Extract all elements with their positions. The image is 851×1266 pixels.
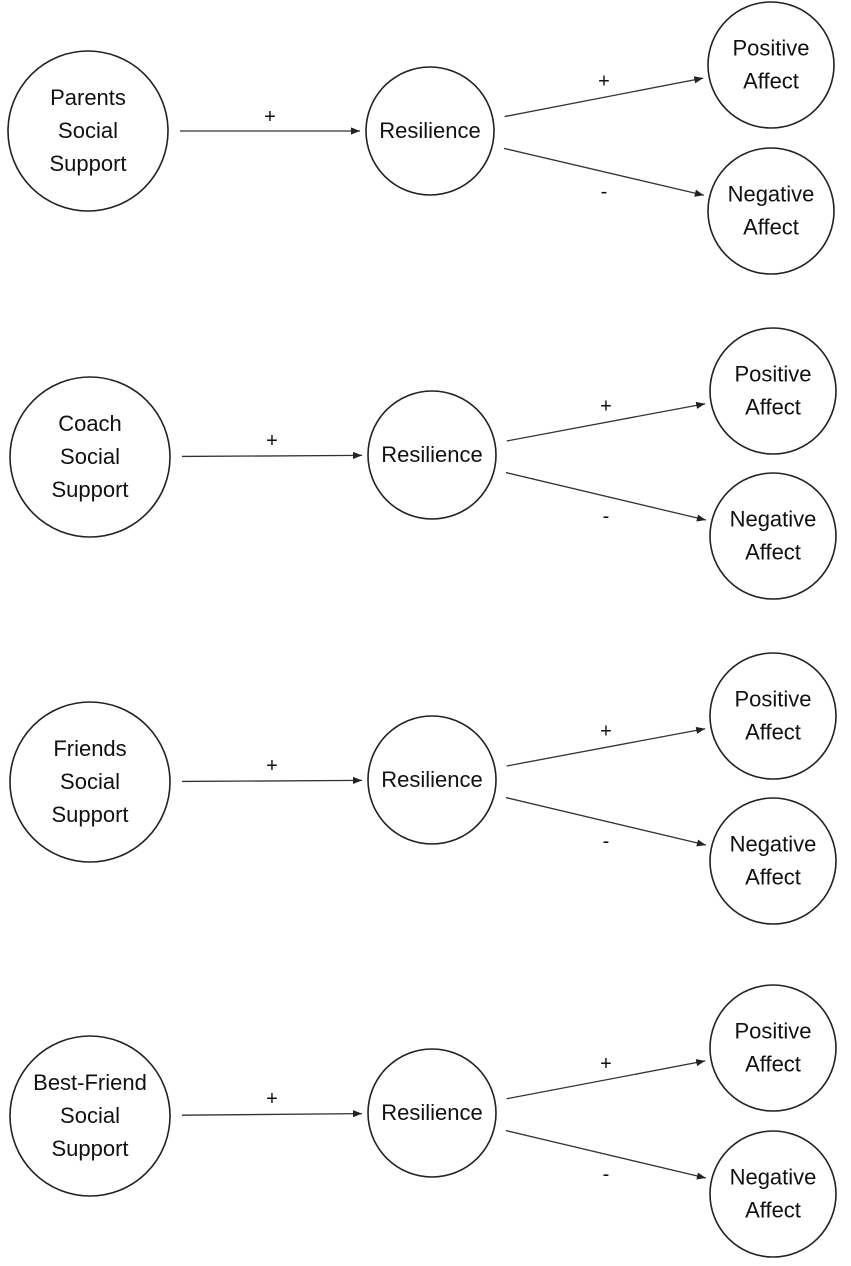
arrow-resilience-to-positive (506, 1059, 706, 1100)
resilience-node-circle (365, 66, 495, 196)
arrow-resilience-to-negative (505, 1129, 707, 1180)
panels-layer: ++-ParentsSocialSupportResiliencePositiv… (7, 1, 837, 1258)
resilience-node-label-line: Resilience (381, 767, 483, 792)
sign-resilience-to-negative: - (601, 181, 608, 203)
source-node-circle (9, 1035, 171, 1197)
sign-source-to-resilience: + (264, 106, 276, 128)
arrow-resilience-to-negative (503, 147, 704, 197)
arrow-resilience-to-negative (505, 471, 707, 522)
sign-resilience-to-negative: - (603, 1163, 610, 1185)
resilience-node-circle (367, 715, 497, 845)
arrow-resilience-to-positive (504, 76, 704, 118)
resilience-node: Resilience (367, 390, 497, 520)
resilience-node: Resilience (367, 1048, 497, 1178)
source-node-label-line: Social (60, 444, 120, 469)
positive-affect-node-label-line: Positive (734, 362, 811, 387)
source-node-label-line: Support (49, 151, 126, 176)
positive-affect-node-label-line: Affect (745, 720, 801, 745)
sign-resilience-to-negative: - (603, 830, 610, 852)
negative-affect-node-label-line: Negative (730, 1165, 817, 1190)
negative-affect-node-label-line: Affect (745, 865, 801, 890)
source-node-label-line: Social (60, 769, 120, 794)
sign-resilience-to-positive: + (598, 70, 610, 92)
source-node-label-line: Best-Friend (33, 1070, 147, 1095)
source-node-circle (7, 50, 169, 212)
source-node-label-line: Friends (53, 736, 126, 761)
negative-affect-node-circle (709, 1130, 837, 1258)
positive-affect-node-label-line: Positive (734, 687, 811, 712)
positive-affect-node-label-line: Positive (734, 1019, 811, 1044)
resilience-node-label-line: Resilience (379, 118, 481, 143)
negative-affect-node-label-line: Affect (743, 215, 799, 240)
source-node-label-line: Support (51, 802, 128, 827)
positive-affect-node-circle (707, 1, 835, 129)
resilience-node-label-line: Resilience (381, 1100, 483, 1125)
source-node-circle (9, 376, 171, 538)
positive-affect-node-label-line: Affect (743, 69, 799, 94)
positive-affect-node-circle (709, 984, 837, 1112)
source-node-label-line: Parents (50, 85, 126, 110)
sign-resilience-to-positive: + (600, 1053, 612, 1075)
resilience-node-label-line: Resilience (381, 442, 483, 467)
negative-affect-node-label-line: Negative (730, 507, 817, 532)
positive-affect-node-label-line: Affect (745, 1052, 801, 1077)
arrow-resilience-to-negative (505, 796, 707, 847)
source-node-label-line: Social (58, 118, 118, 143)
arrow-source-to-resilience (181, 451, 363, 460)
negative-affect-node-circle (709, 797, 837, 925)
resilience-node: Resilience (367, 715, 497, 845)
resilience-node: Resilience (365, 66, 495, 196)
sign-source-to-resilience: + (266, 1088, 278, 1110)
source-node-label-line: Social (60, 1103, 120, 1128)
source-node-label-line: Coach (58, 411, 122, 436)
negative-affect-node-circle (707, 147, 835, 275)
positive-affect-node-label-line: Affect (745, 395, 801, 420)
positive-affect-node-circle (709, 652, 837, 780)
sign-resilience-to-negative: - (603, 505, 610, 527)
negative-affect-node-label-line: Negative (730, 832, 817, 857)
negative-affect-node-circle (709, 472, 837, 600)
source-node-label-line: Support (51, 477, 128, 502)
positive-affect-node-circle (709, 327, 837, 455)
negative-affect-node-label-line: Affect (745, 1198, 801, 1223)
positive-affect-node-label-line: Positive (732, 36, 809, 61)
negative-affect-node-label-line: Affect (745, 540, 801, 565)
arrow-source-to-resilience (181, 776, 363, 785)
sign-resilience-to-positive: + (600, 395, 612, 417)
arrow-source-to-resilience (181, 1110, 363, 1118)
source-node-label-line: Support (51, 1136, 128, 1161)
arrow-resilience-to-positive (506, 726, 706, 767)
source-node-circle (9, 701, 171, 863)
sign-source-to-resilience: + (266, 755, 278, 777)
arrow-resilience-to-positive (506, 401, 706, 442)
negative-affect-node-label-line: Negative (728, 182, 815, 207)
resilience-node-circle (367, 390, 497, 520)
resilience-node-circle (367, 1048, 497, 1178)
sign-resilience-to-positive: + (600, 720, 612, 742)
sign-source-to-resilience: + (266, 430, 278, 452)
